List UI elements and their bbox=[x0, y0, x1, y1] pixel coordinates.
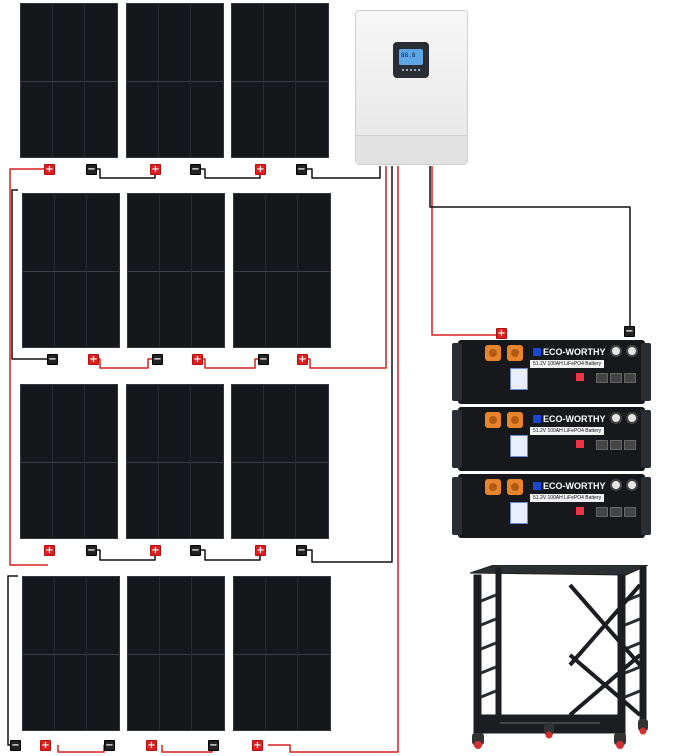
comm-port-icon bbox=[624, 373, 636, 383]
positive-terminal-icon: + bbox=[88, 354, 99, 365]
wire-neg bbox=[90, 549, 156, 561]
inverter-lcd-text: 88.8 bbox=[401, 52, 416, 59]
wire-pos bbox=[9, 168, 48, 566]
comm-port-icon bbox=[596, 373, 608, 383]
negative-terminal-icon: − bbox=[190, 545, 201, 556]
positive-terminal-icon: + bbox=[150, 545, 161, 556]
negative-terminal-icon: − bbox=[152, 354, 163, 365]
battery-module: ECO-WORTHY 51.2V 100AH LiFePO4 Battery bbox=[452, 474, 651, 538]
dial-knob-icon bbox=[610, 345, 622, 357]
negative-terminal-icon: − bbox=[624, 326, 635, 337]
wire-neg bbox=[195, 168, 261, 179]
wire-pos bbox=[161, 745, 213, 753]
negative-terminal-icon: − bbox=[258, 354, 269, 365]
battery-module: ECO-WORTHY 51.2V 100AH LiFePO4 Battery bbox=[452, 407, 651, 471]
breaker-switch-icon bbox=[510, 435, 528, 457]
wire-neg bbox=[300, 166, 393, 563]
wire-pos bbox=[196, 358, 262, 369]
solar-panel bbox=[231, 384, 329, 539]
positive-terminal-icon: + bbox=[496, 328, 507, 339]
wire-neg bbox=[90, 168, 156, 179]
solar-panel bbox=[231, 3, 329, 158]
solar-panel bbox=[22, 576, 120, 731]
comm-port-icon bbox=[596, 440, 608, 450]
solar-panel bbox=[233, 193, 331, 348]
battery-model-label: 51.2V 100AH LiFePO4 Battery bbox=[530, 360, 605, 368]
inverter-display: 88.8 bbox=[393, 42, 429, 78]
hybrid-inverter: 88.8 bbox=[355, 10, 468, 165]
positive-terminal-icon: + bbox=[146, 740, 157, 751]
breaker-switch-icon bbox=[510, 502, 528, 524]
positive-terminal-icon: + bbox=[192, 354, 203, 365]
positive-terminal-icon: + bbox=[252, 740, 263, 751]
negative-terminal-icon: − bbox=[86, 545, 97, 556]
wire-pos bbox=[92, 358, 155, 369]
dip-switch-icon bbox=[576, 373, 584, 381]
wire-neg bbox=[429, 166, 631, 330]
negative-terminal-icon: − bbox=[208, 740, 219, 751]
battery-model-label: 51.2V 100AH LiFePO4 Battery bbox=[530, 494, 605, 502]
comm-port-icon bbox=[610, 373, 622, 383]
wire-neg bbox=[300, 166, 381, 179]
solar-panel bbox=[20, 3, 118, 158]
comm-port-icon bbox=[610, 507, 622, 517]
solar-panel bbox=[22, 193, 120, 348]
positive-terminal-icon: + bbox=[44, 164, 55, 175]
negative-terminal-icon: − bbox=[10, 740, 21, 751]
solar-panel bbox=[127, 576, 225, 731]
brand-label: ECO-WORTHY bbox=[543, 481, 606, 491]
wire-neg bbox=[11, 189, 51, 360]
positive-terminal-icon: + bbox=[40, 740, 51, 751]
dial-knob-icon bbox=[610, 412, 622, 424]
positive-terminal-icon: + bbox=[297, 354, 308, 365]
wire-pos bbox=[57, 745, 105, 753]
positive-terminal-icon: + bbox=[150, 164, 161, 175]
inverter-buttons bbox=[402, 69, 420, 75]
comm-port-icon bbox=[596, 507, 608, 517]
negative-terminal-icon: − bbox=[86, 164, 97, 175]
battery-brand-logo: ECO-WORTHY bbox=[533, 347, 606, 357]
positive-terminal-icon: + bbox=[255, 545, 266, 556]
comm-port-icon bbox=[610, 440, 622, 450]
battery-module: ECO-WORTHY 51.2V 100AH LiFePO4 Battery bbox=[452, 340, 651, 404]
wire-neg bbox=[7, 575, 18, 746]
inverter-cable-box bbox=[356, 135, 467, 164]
wire-pos bbox=[431, 166, 500, 336]
negative-terminal-icon: − bbox=[296, 164, 307, 175]
positive-terminal-icon: + bbox=[255, 164, 266, 175]
battery-model-label: 51.2V 100AH LiFePO4 Battery bbox=[530, 427, 605, 435]
dip-switch-icon bbox=[576, 440, 584, 448]
battery-brand-logo: ECO-WORTHY bbox=[533, 414, 606, 424]
positive-terminal-icon: + bbox=[44, 545, 55, 556]
comm-port-icon bbox=[624, 507, 636, 517]
solar-panel bbox=[126, 384, 224, 539]
dial-knob-icon bbox=[610, 479, 622, 491]
wire-pos bbox=[268, 166, 399, 753]
dial-knob-icon bbox=[626, 479, 638, 491]
battery-brand-logo: ECO-WORTHY bbox=[533, 481, 606, 491]
negative-terminal-icon: − bbox=[296, 545, 307, 556]
brand-label: ECO-WORTHY bbox=[543, 414, 606, 424]
negative-terminal-icon: − bbox=[190, 164, 201, 175]
inverter-lcd: 88.8 bbox=[399, 49, 423, 65]
dial-knob-icon bbox=[626, 345, 638, 357]
solar-panel bbox=[127, 193, 225, 348]
dial-knob-icon bbox=[626, 412, 638, 424]
brand-label: ECO-WORTHY bbox=[543, 347, 606, 357]
wire-neg bbox=[195, 549, 261, 561]
solar-panel bbox=[20, 384, 118, 539]
comm-port-icon bbox=[624, 440, 636, 450]
negative-terminal-icon: − bbox=[47, 354, 58, 365]
dip-switch-icon bbox=[576, 507, 584, 515]
negative-terminal-icon: − bbox=[104, 740, 115, 751]
breaker-switch-icon bbox=[510, 368, 528, 390]
solar-panel bbox=[126, 3, 224, 158]
solar-panel bbox=[233, 576, 331, 731]
battery-rack bbox=[470, 565, 649, 749]
